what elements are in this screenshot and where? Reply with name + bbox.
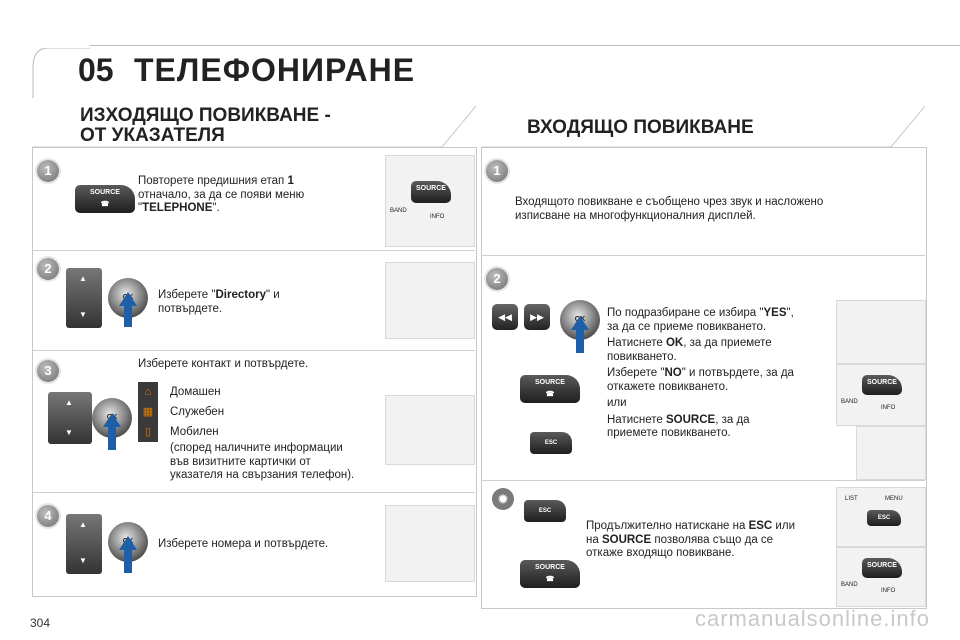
- step-badge-2: 2: [486, 268, 508, 290]
- esc-button: ESC: [530, 432, 572, 454]
- header-rule: [90, 45, 960, 46]
- chapter-number: 05: [78, 52, 114, 88]
- arrow-up-icon: [103, 413, 121, 427]
- dashboard-illustration-1: SOURCE BAND INFO: [385, 155, 475, 247]
- step-badge-2: 2: [37, 258, 59, 280]
- right-section-title: ВХОДЯЩО ПОВИКВАНЕ: [527, 117, 754, 138]
- step-badge-3: 3: [37, 360, 59, 382]
- source-button: SOURCE: [862, 375, 902, 395]
- source-button: SOURCE: [862, 558, 902, 578]
- step-separator: [481, 480, 925, 481]
- right-step2-text: По подразбиране се избира "YES", за да с…: [607, 307, 794, 439]
- dashboard-illustration-2: [385, 262, 475, 339]
- step-separator: [32, 350, 475, 351]
- left-step4-text: Изберете номера и потвърдете.: [158, 538, 329, 550]
- left-section-title: ИЗХОДЯЩО ПОВИКВАНЕ - ОТ УКАЗАТЕЛЯ: [80, 105, 331, 146]
- dashboard-illustration-r2b: SOURCE BAND INFO: [836, 364, 926, 426]
- arrow-stem: [124, 305, 132, 327]
- menu-label: MENU: [885, 496, 903, 502]
- chapter-title: ТЕЛЕФОНИРАНЕ: [134, 52, 416, 88]
- arrow-stem: [124, 549, 132, 573]
- arrow-stem: [108, 426, 116, 450]
- arrow-up-icon: [119, 536, 137, 550]
- source-button: SOURCE: [411, 181, 451, 203]
- right-step1-text: Входящото повикване е съобщено чрез звук…: [515, 196, 824, 222]
- dashboard-illustration-3: [385, 395, 475, 465]
- band-label: BAND: [841, 582, 858, 588]
- step-separator: [481, 255, 925, 256]
- watermark: carmanualsonline.info: [694, 606, 930, 631]
- band-label: BAND: [390, 208, 407, 214]
- step-badge-1: 1: [486, 160, 508, 182]
- source-button: SOURCE☎: [520, 375, 580, 403]
- esc-button: ESC: [867, 510, 901, 526]
- right-section-header-bg: [481, 105, 926, 148]
- arrow-up-icon: [571, 316, 589, 330]
- step-separator: [32, 492, 475, 493]
- office-icon: ▦: [138, 402, 158, 422]
- list-label: LIST: [845, 496, 858, 502]
- arrow-stem: [576, 329, 584, 353]
- tip-sun-icon: ✹: [492, 488, 514, 510]
- left-step1-text: Повторете предишния етап 1 отначало, за …: [138, 175, 305, 214]
- page-number: 304: [30, 616, 51, 630]
- left-section-header-bg: [32, 105, 477, 148]
- step-badge-1: 1: [37, 160, 59, 182]
- dashboard-illustration-r2c: [856, 426, 926, 480]
- dashboard-illustration-r2a: [836, 300, 926, 364]
- left-step3-note: (според наличните информации във визитни…: [170, 442, 355, 481]
- arrow-pad: ▲▼: [48, 392, 92, 444]
- contact-option-home: Домашен: [170, 386, 221, 398]
- right-step3-text: Продължително натискане на ESC или на SO…: [586, 520, 795, 559]
- dashboard-illustration-4: [385, 505, 475, 582]
- dashboard-illustration-r3a: LIST MENU ESC: [836, 487, 926, 547]
- mobile-icon: ▯: [138, 422, 158, 442]
- info-label: INFO: [881, 405, 896, 411]
- source-button: SOURCE☎: [520, 560, 580, 588]
- chapter-tab-shape: [32, 48, 90, 98]
- arrow-pad: ▲▼: [66, 514, 102, 574]
- contact-option-mobile: Мобилен: [170, 426, 219, 438]
- contact-option-work: Служебен: [170, 406, 225, 418]
- band-label: BAND: [841, 399, 858, 405]
- step-badge-4: 4: [37, 505, 59, 527]
- forward-icon: ▶▶: [524, 304, 550, 330]
- esc-button: ESC: [524, 500, 566, 522]
- info-label: INFO: [430, 214, 445, 220]
- source-button: SOURCE☎: [75, 185, 135, 213]
- left-step3-intro: Изберете контакт и потвърдете.: [138, 358, 309, 370]
- info-label: INFO: [881, 588, 896, 594]
- step-separator: [32, 250, 475, 251]
- arrow-pad: ▲▼: [66, 268, 102, 328]
- rewind-icon: ◀◀: [492, 304, 518, 330]
- left-step2-text: Изберете "Directory" и потвърдете.: [158, 289, 280, 315]
- home-icon: ⌂: [138, 382, 158, 402]
- dashboard-illustration-r3b: SOURCE BAND INFO: [836, 547, 926, 607]
- arrow-up-icon: [119, 292, 137, 306]
